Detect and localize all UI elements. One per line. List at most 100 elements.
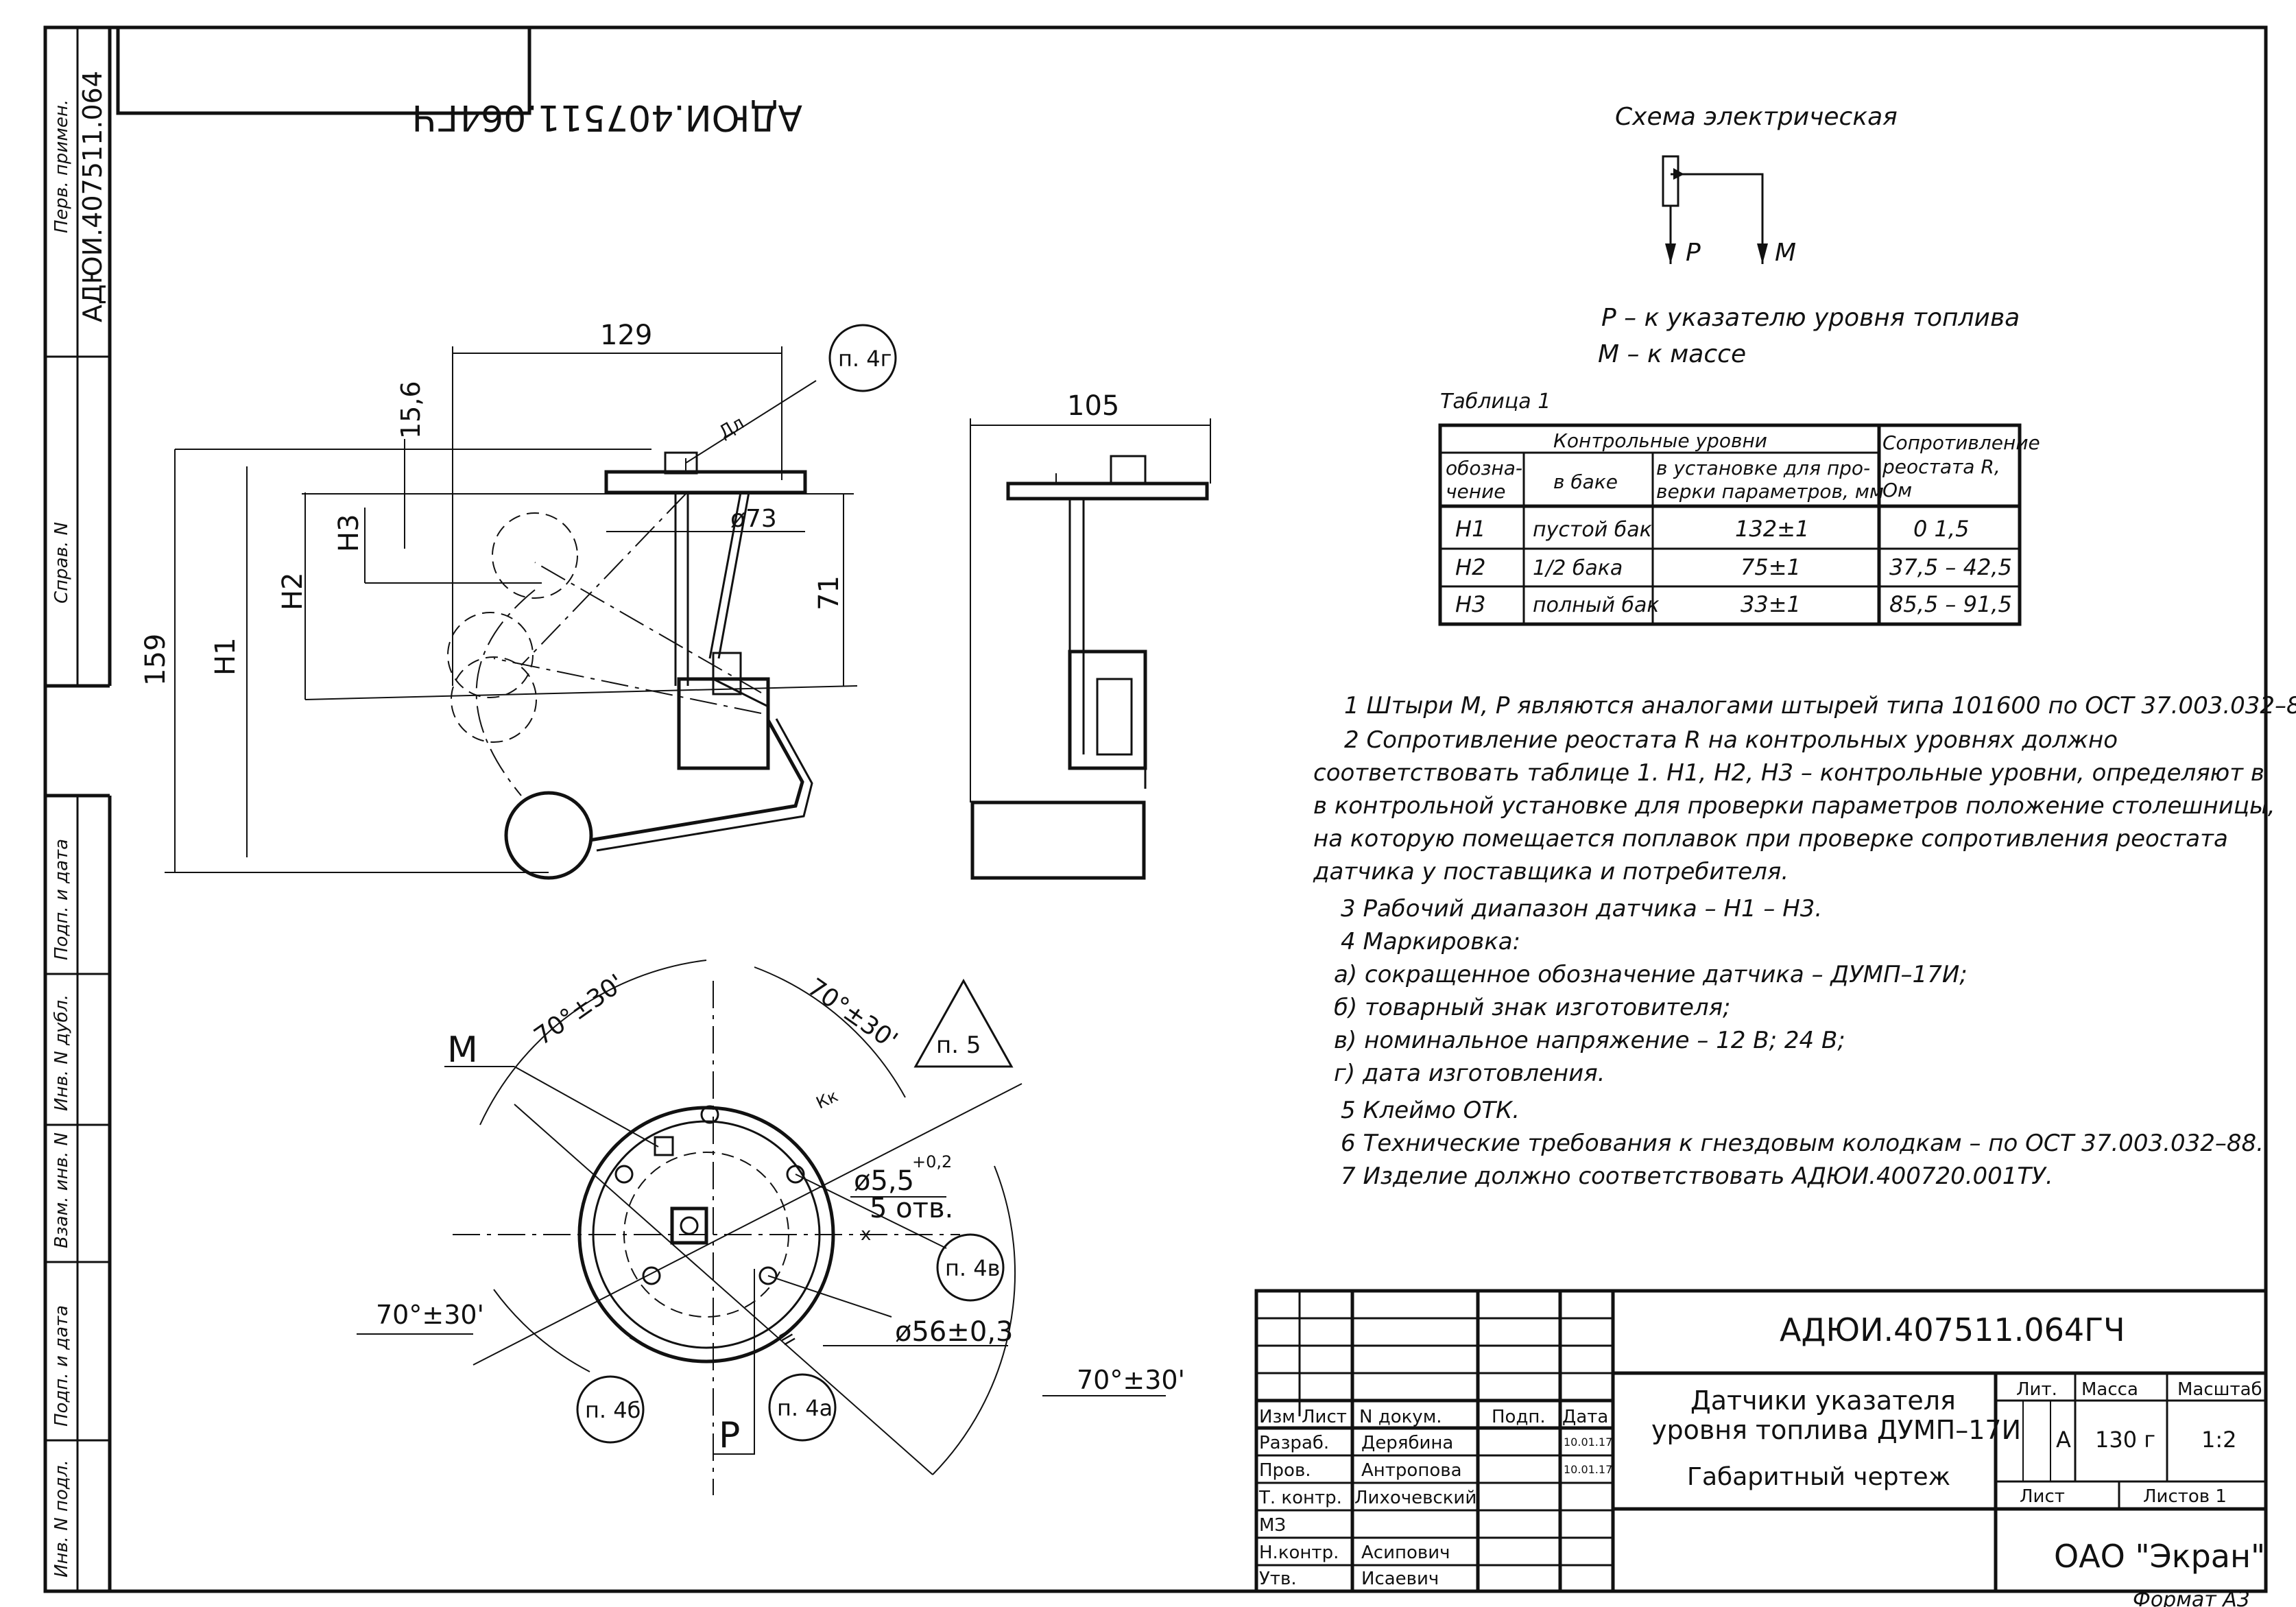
table-row-3-setup: 33±1 <box>1741 591 1801 617</box>
dim-h1: H1 <box>210 637 241 676</box>
angle-top-right: 70°±30' <box>802 973 902 1055</box>
note-line-9: а) сокращенное обозначение датчика – ДУМ… <box>1334 961 1968 988</box>
callout-p4a-label: п. 4а <box>777 1395 833 1421</box>
dim-129: 129 <box>600 320 652 351</box>
strip-podp-data-1: Подп. и дата <box>51 839 72 960</box>
callout-p4g <box>828 324 897 392</box>
scheme-title: Схема электрическая <box>1615 103 1898 131</box>
tb-mass-value: 130 г <box>2095 1427 2155 1453</box>
dim-71: 71 <box>813 575 845 610</box>
tb-sheets-label: Листов 1 <box>2143 1486 2227 1507</box>
note-line-12: г) дата изготовления. <box>1334 1060 1605 1087</box>
technical-notes: 1 Штыри М, Р являются аналогами штырей т… <box>1313 692 2296 1190</box>
tb-sheet-label: Лист <box>2020 1486 2065 1507</box>
table-col-designation-1: обозна- <box>1446 457 1522 479</box>
table-row-2-r: 37,5 – 42,5 <box>1889 554 2012 580</box>
table-col-designation-2: чение <box>1446 480 1506 503</box>
note-line-3: соответствовать таблице 1. Н1, Н2, Н3 – … <box>1313 759 2264 787</box>
dim-h2: H2 <box>277 572 309 610</box>
angle-right: 70°±30' <box>1077 1365 1185 1395</box>
note-line-15: 7 Изделие должно соответствовать АДЮИ.40… <box>1341 1163 2053 1190</box>
table-row-3-code: H3 <box>1455 591 1485 617</box>
title-name-line-2: уровня топлива ДУМП–17И <box>1651 1415 2021 1445</box>
dim-159: 159 <box>140 634 171 686</box>
tb-role-2: Пров. <box>1259 1460 1311 1481</box>
table-res-header-2: реостата R, <box>1882 455 2000 478</box>
note-line-11: в) номинальное напряжение – 12 В; 24 В; <box>1334 1027 1845 1054</box>
callout-p4v-label: п. 4в <box>945 1255 1000 1281</box>
table-res-header-3: Ом <box>1882 479 1912 501</box>
angle-left: 70°±30' <box>376 1300 484 1330</box>
title-designation: АДЮИ.407511.064ГЧ <box>1780 1311 2125 1348</box>
format-label: Формат А3 <box>2133 1588 2250 1607</box>
note-line-1: 1 Штыри М, Р являются аналогами штырей т… <box>1344 692 2296 719</box>
table-row-3-tank: полный бак <box>1533 593 1659 617</box>
note-line-6: датчика у поставщика и потребителя. <box>1313 858 1789 885</box>
strip-podp-data-2: Подп. и дата <box>51 1305 72 1427</box>
left-strip: Перв. примен. АДЮИ.407511.064 Справ. N П… <box>43 25 112 1591</box>
strip-vzam-inv: Взам. инв. N <box>51 1132 72 1248</box>
dim-dl: Дл <box>716 413 748 443</box>
callout-p4v <box>936 1233 1005 1302</box>
hole-diameter: ø5,5 <box>854 1165 914 1197</box>
table-row-1-r: 0 1,5 <box>1913 516 1969 542</box>
dim-105: 105 <box>1067 390 1119 422</box>
label-p: P <box>719 1415 740 1456</box>
callout-p4g-label: п. 4г <box>838 346 892 372</box>
label-kk: Кк <box>813 1086 841 1113</box>
tb-company: ОАО "Экран" <box>2054 1538 2265 1575</box>
table-res-header-1: Сопротивление <box>1882 431 2040 454</box>
table-row-2-tank: 1/2 бака <box>1533 556 1623 580</box>
note-line-8: 4 Маркировка: <box>1341 928 1520 955</box>
title-doc-type: Габаритный чертеж <box>1687 1463 1950 1491</box>
note-line-2: 2 Сопротивление реостата R на контрольны… <box>1344 726 2118 754</box>
tb-scale-label: Масштаб <box>2177 1379 2262 1400</box>
strip-inv-podl: Инв. N подл. <box>51 1460 72 1578</box>
callout-p5-label: п. 5 <box>936 1032 981 1059</box>
tb-name-3: Лихочевский <box>1354 1488 1476 1508</box>
table-1: Таблица 1 Контрольные уровни Сопротивлен… <box>1438 390 2040 626</box>
sprav-label: Справ. N <box>51 522 72 604</box>
note-line-7: 3 Рабочий диапазон датчика – Н1 – Н3. <box>1341 895 1822 922</box>
tb-col-izm: Изм <box>1259 1407 1295 1427</box>
tb-role-5: Н.контр. <box>1259 1543 1339 1563</box>
dim-15-6: 15,6 <box>396 381 426 439</box>
dim-h3: H3 <box>333 514 365 552</box>
table-row-3-r: 85,5 – 91,5 <box>1889 591 2012 617</box>
table-col-setup-1: в установке для про- <box>1656 457 1870 479</box>
tb-mass-label: Масса <box>2081 1379 2138 1400</box>
callout-p5-triangle <box>913 978 1014 1068</box>
note-line-5: на которую помещается поплавок при прове… <box>1313 825 2228 853</box>
table-col-setup-2: верки параметров, мм <box>1656 480 1884 503</box>
tb-col-ndokum: N докум. <box>1359 1407 1442 1427</box>
table-col-tank: в баке <box>1553 471 1618 493</box>
mirrored-code-box: АДЮИ.407511.064ГЧ <box>116 25 802 138</box>
tb-name-5: Асипович <box>1361 1543 1450 1563</box>
tb-scale-value: 1:2 <box>2201 1427 2237 1453</box>
tb-date-2: 10.01.17 <box>1564 1463 1612 1476</box>
side-view: 105 <box>970 390 1211 880</box>
scheme-legend-p: Р – к указателю уровня топлива <box>1601 304 2020 332</box>
table-row-1-code: H1 <box>1455 516 1485 542</box>
label-x: х <box>861 1224 871 1245</box>
tb-col-data: Дата <box>1562 1407 1608 1427</box>
callout-p4b <box>576 1375 645 1444</box>
note-line-10: б) товарный знак изготовителя; <box>1334 994 1731 1021</box>
label-i: I <box>626 1334 645 1348</box>
callout-p4b-label: п. 4б <box>585 1397 641 1423</box>
top-view: 70°±30' 70°±30' 70°±30' 70°±30' M P Кк х… <box>357 960 1185 1495</box>
table-group-header: Контрольные уровни <box>1553 429 1767 452</box>
label-m: M <box>447 1029 478 1071</box>
table-row-1-setup: 132±1 <box>1735 516 1809 542</box>
dim-d56: ø56±0,3 <box>895 1316 1014 1348</box>
callout-p4a <box>768 1373 837 1442</box>
scheme-p: Р <box>1686 239 1701 267</box>
tb-role-1: Разраб. <box>1259 1433 1329 1453</box>
tb-col-list: Лист <box>1302 1407 1347 1427</box>
scheme-legend-m: М – к массе <box>1598 340 1746 368</box>
strip-inv-dubl: Инв. N дубл. <box>51 995 72 1111</box>
table-row-2-code: H2 <box>1455 554 1485 580</box>
title-block: АДЮИ.407511.064ГЧ Датчики указателя уров… <box>1254 1289 2268 1593</box>
tb-name-6: Исаевич <box>1361 1569 1439 1589</box>
